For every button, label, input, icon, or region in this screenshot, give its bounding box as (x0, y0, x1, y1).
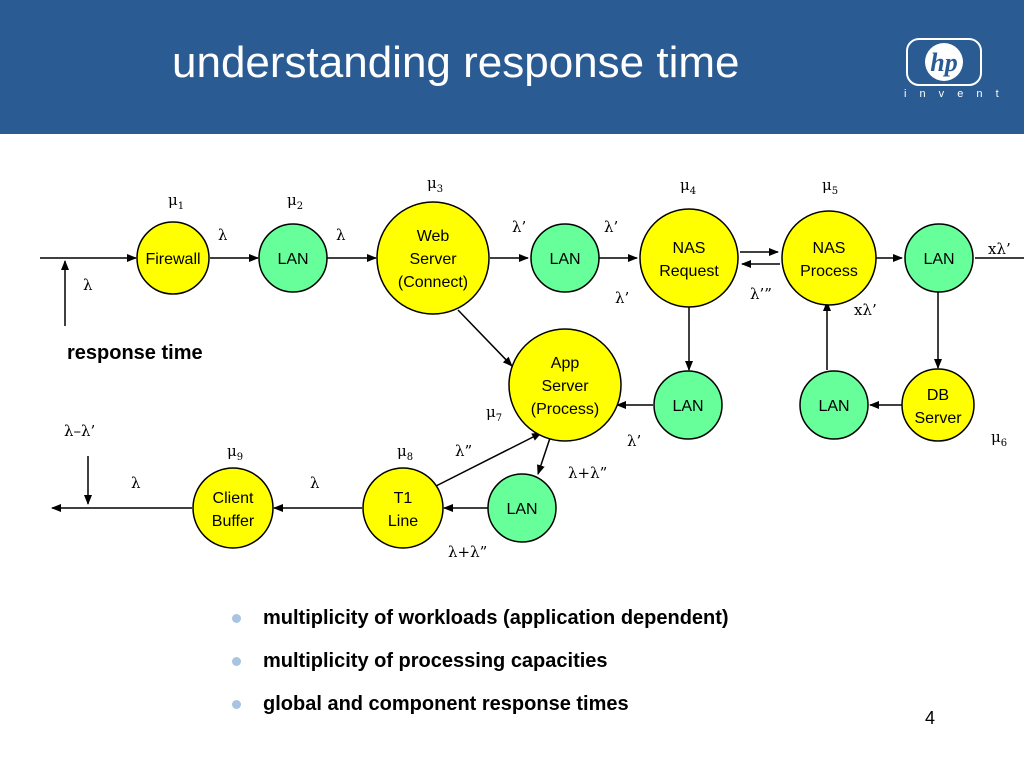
lan-node: LAN (799, 370, 869, 440)
lan-label: LAN (672, 398, 703, 415)
lambda-t1-label: λ (310, 474, 320, 492)
lambda-plus-lower-label: λ+λ” (448, 543, 487, 561)
mu4-label: μ4 (680, 176, 696, 197)
lan-label: LAN (923, 251, 954, 268)
client-buffer-node: Client Buffer (192, 467, 274, 549)
x-lambda-prime-inner-label: xλ’ (854, 301, 877, 319)
hp-logo-icon: hp (906, 38, 982, 86)
edge-app-lan (537, 437, 551, 475)
nas-request-line1: NAS (673, 240, 706, 257)
lan-label: LAN (549, 251, 580, 268)
firewall-label: Firewall (145, 251, 200, 268)
bullet-text: multiplicity of processing capacities (263, 650, 608, 672)
svg-text:hp: hp (930, 48, 957, 77)
edge-web-app (457, 309, 513, 367)
web-server-line2: Server (409, 251, 457, 268)
mu9-label: μ9 (227, 442, 243, 463)
lan-node: LAN (258, 223, 328, 293)
bullet-list: multiplicity of workloads (application d… (232, 604, 729, 733)
bullet-item: multiplicity of processing capacities (232, 647, 729, 690)
client-buffer-line2: Buffer (212, 513, 255, 530)
lambda-prime-web-label: λ’ (512, 218, 526, 236)
app-server-line1: App (551, 355, 580, 372)
app-server-line2: Server (541, 378, 589, 395)
lan-label: LAN (506, 501, 537, 518)
nas-request-node: NAS Request (639, 208, 739, 308)
web-server-line3: (Connect) (398, 274, 468, 291)
lambda-firewall-label: λ (218, 226, 228, 244)
t1-line-line2: Line (388, 513, 418, 530)
lambda-plus-upper-label: λ+λ” (568, 464, 607, 482)
mu2-label: μ2 (287, 191, 303, 212)
bullet-dot-icon (232, 700, 241, 709)
title-bar: understanding response time hp i n v e n… (0, 0, 1024, 134)
lambda-prime-app-label: λ’ (627, 432, 641, 450)
client-buffer-line1: Client (213, 490, 254, 507)
bullet-item: global and component response times (232, 690, 729, 733)
lambda-client-label: λ (131, 474, 141, 492)
logo-tagline: i n v e n t (904, 88, 1004, 100)
page-number: 4 (925, 708, 936, 728)
bullet-dot-icon (232, 614, 241, 623)
t1-line-node: T1 Line (362, 467, 444, 549)
db-server-node: DB Server (901, 368, 975, 442)
mu8-label: μ8 (397, 442, 413, 463)
slide-title: understanding response time (172, 38, 740, 87)
nas-request-line2: Request (659, 263, 719, 280)
app-server-line3: (Process) (531, 401, 599, 418)
lan-node: LAN (653, 370, 723, 440)
db-server-line1: DB (927, 387, 949, 404)
lan-label: LAN (277, 251, 308, 268)
lambda-prime-lan-label: λ’ (604, 218, 618, 236)
bullet-dot-icon (232, 657, 241, 666)
bullet-item: multiplicity of workloads (application d… (232, 604, 729, 647)
lambda-minus-label: λ–λ’ (64, 422, 95, 440)
bullet-text: global and component response times (263, 693, 629, 715)
web-server-node: Web Server (Connect) (376, 201, 490, 315)
lan-label: LAN (818, 398, 849, 415)
queueing-network-diagram: Firewall LAN Web Server (Connect) LAN NA… (40, 174, 1024, 561)
lambda-triple-label: λ’” (750, 285, 772, 303)
x-lambda-prime-outer-label: xλ’ (988, 240, 1011, 258)
response-time-label: response time (67, 342, 203, 364)
mu1-label: μ1 (168, 191, 184, 212)
db-server-line2: Server (914, 410, 962, 427)
t1-line-line1: T1 (394, 490, 413, 507)
lan-node: LAN (530, 223, 600, 293)
lambda-lan-label: λ (336, 226, 346, 244)
firewall-node: Firewall (136, 221, 210, 295)
lambda-arrival-label: λ (83, 276, 93, 294)
lambda-prime-nas-label: λ’ (615, 289, 629, 307)
lan-node: LAN (487, 473, 557, 543)
mu5-label: μ5 (822, 176, 838, 197)
lan-node: LAN (904, 223, 974, 293)
app-server-node: App Server (Process) (508, 328, 622, 442)
nas-process-node: NAS Process (781, 210, 877, 306)
nas-process-line2: Process (800, 263, 858, 280)
mu6-label: μ6 (991, 428, 1007, 449)
nas-process-line1: NAS (813, 240, 846, 257)
mu3-label: μ3 (427, 174, 443, 195)
mu7-label: μ7 (486, 403, 502, 424)
web-server-line1: Web (417, 228, 450, 245)
lambda-double-label: λ” (455, 442, 472, 460)
edge-t1-app (435, 432, 542, 487)
bullet-text: multiplicity of workloads (application d… (263, 607, 729, 629)
